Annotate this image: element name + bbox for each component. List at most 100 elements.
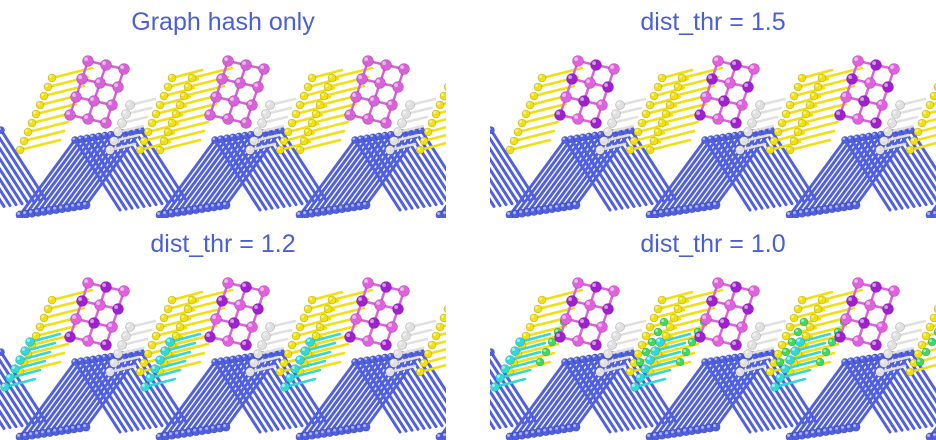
yellow-atom bbox=[785, 100, 795, 110]
top-atom bbox=[554, 331, 566, 343]
top-atom bbox=[398, 63, 410, 75]
grey-atom bbox=[615, 322, 625, 332]
structure-image bbox=[490, 277, 936, 440]
top-atom bbox=[94, 77, 106, 89]
grey-atom bbox=[883, 127, 893, 137]
cyan-atom bbox=[295, 355, 305, 365]
top-atom bbox=[252, 81, 264, 93]
top-atom bbox=[344, 109, 356, 121]
top-atom bbox=[554, 109, 566, 121]
top-atom bbox=[386, 321, 398, 333]
top-atom bbox=[374, 299, 386, 311]
top-atom bbox=[76, 73, 88, 85]
yellow-atom bbox=[291, 109, 301, 119]
base-atom bbox=[851, 200, 861, 210]
grey-atom bbox=[405, 322, 415, 332]
top-atom bbox=[882, 81, 894, 93]
yellow-atom bbox=[279, 136, 289, 146]
grey-atom bbox=[739, 136, 749, 146]
yellow-atom bbox=[135, 145, 145, 155]
panel-title: Graph hash only bbox=[131, 8, 315, 36]
yellow-atom bbox=[921, 109, 931, 119]
top-atom bbox=[112, 303, 124, 315]
yellow-atom bbox=[419, 358, 429, 368]
yellow-atom bbox=[797, 118, 807, 128]
top-atom bbox=[76, 295, 88, 307]
top-atom bbox=[870, 59, 882, 71]
top-atom bbox=[356, 73, 368, 85]
yellow-atom bbox=[311, 109, 321, 119]
yellow-atom bbox=[167, 295, 177, 305]
top-atom bbox=[100, 59, 112, 71]
top-atom bbox=[392, 81, 404, 93]
yellow-atom bbox=[163, 304, 173, 314]
cyan-atom bbox=[515, 337, 525, 347]
base-atom bbox=[711, 422, 721, 432]
top-atom bbox=[718, 317, 730, 329]
yellow-atom bbox=[789, 91, 799, 101]
yellow-atom bbox=[673, 304, 683, 314]
top-atom bbox=[240, 339, 252, 351]
yellow-atom bbox=[793, 127, 803, 137]
yellow-atom bbox=[929, 313, 936, 323]
yellow-atom bbox=[921, 331, 931, 341]
base-atom bbox=[571, 200, 581, 210]
top-atom bbox=[234, 299, 246, 311]
grey-atom bbox=[265, 100, 275, 110]
yellow-atom bbox=[629, 136, 639, 146]
yellow-atom bbox=[917, 340, 927, 350]
top-atom bbox=[852, 335, 864, 347]
top-atom bbox=[100, 339, 112, 351]
yellow-atom bbox=[649, 91, 659, 101]
yellow-atom bbox=[427, 340, 437, 350]
yellow-atom bbox=[155, 322, 165, 332]
cyan-atom bbox=[20, 346, 30, 356]
top-atom bbox=[596, 99, 608, 111]
grey-atom bbox=[389, 358, 399, 368]
top-atom bbox=[864, 299, 876, 311]
top-atom bbox=[712, 55, 724, 67]
yellow-atom bbox=[167, 73, 177, 83]
yellow-atom bbox=[323, 304, 333, 314]
grey-atom bbox=[105, 145, 115, 155]
panel-title: dist_thr = 1.5 bbox=[640, 8, 786, 36]
yellow-atom bbox=[677, 295, 687, 305]
yellow-atom bbox=[657, 73, 667, 83]
top-atom bbox=[596, 321, 608, 333]
yellow-atom bbox=[925, 322, 935, 332]
top-atom bbox=[748, 63, 760, 75]
yellow-atom bbox=[287, 340, 297, 350]
base-atom bbox=[0, 126, 5, 134]
base-atom bbox=[361, 422, 371, 432]
yellow-atom bbox=[645, 145, 655, 155]
top-atom bbox=[590, 117, 602, 129]
grey-atom bbox=[117, 118, 127, 128]
panel-dist-thr-1-5: dist_thr = 1.5 bbox=[490, 0, 936, 218]
yellow-atom bbox=[505, 145, 515, 155]
base-atom bbox=[571, 422, 581, 432]
yellow-atom bbox=[27, 118, 37, 128]
grey-atom bbox=[393, 127, 403, 137]
yellow-atom bbox=[641, 109, 651, 119]
yellow-atom bbox=[159, 91, 169, 101]
yellow-atom bbox=[139, 358, 149, 368]
yellow-atom bbox=[785, 322, 795, 332]
top-atom bbox=[608, 63, 620, 75]
top-atom bbox=[840, 91, 852, 103]
yellow-atom bbox=[35, 322, 45, 332]
yellow-atom bbox=[913, 127, 923, 137]
grey-atom bbox=[735, 367, 745, 377]
yellow-atom bbox=[287, 118, 297, 128]
yellow-atom bbox=[163, 127, 173, 137]
yellow-atom bbox=[327, 73, 337, 83]
yellow-atom bbox=[637, 118, 647, 128]
yellow-atom bbox=[275, 145, 285, 155]
top-atom bbox=[350, 91, 362, 103]
green-atom bbox=[781, 347, 791, 357]
yellow-atom bbox=[649, 313, 659, 323]
yellow-atom bbox=[143, 127, 153, 137]
top-atom bbox=[380, 117, 392, 129]
green-atom bbox=[653, 327, 663, 337]
base-atom bbox=[81, 422, 91, 432]
grey-atom bbox=[397, 340, 407, 350]
